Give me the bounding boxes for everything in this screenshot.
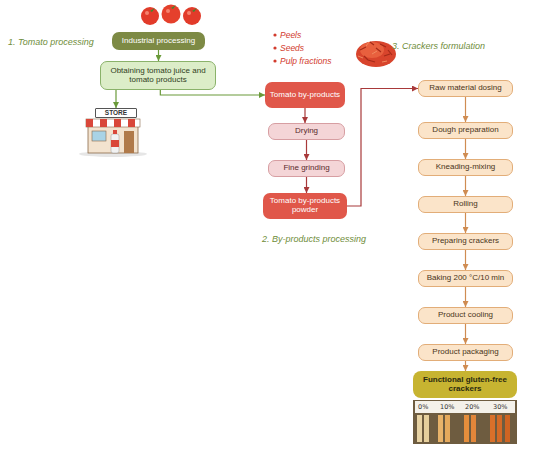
- flow-arrow: [160, 90, 265, 95]
- bullet-item: Pulp fractions: [280, 56, 332, 66]
- bullet-dots: [273, 33, 276, 62]
- section-label: 2. By-products processing: [262, 234, 366, 244]
- percent-label: 20%: [465, 403, 479, 411]
- flow-arrow: [465, 361, 466, 371]
- crackers-photo: [413, 400, 517, 444]
- node-text: Drying: [295, 127, 318, 136]
- section-label: 1. Tomato processing: [8, 37, 94, 47]
- bullet-item: Seeds: [280, 43, 304, 53]
- store-sign: STORE: [95, 108, 137, 118]
- node-text: Preparing crackers: [432, 237, 499, 246]
- percent-label: 30%: [493, 403, 507, 411]
- flow-arrow: [465, 213, 466, 233]
- node-text: Functional gluten-free crackers: [413, 376, 517, 394]
- flow-arrow: [158, 50, 159, 61]
- process-box: Obtaining tomato juice and tomato produc…: [100, 61, 216, 90]
- node-text: Obtaining tomato juice and tomato produc…: [101, 67, 215, 85]
- flow-arrow: [115, 90, 116, 108]
- process-box: Raw material dosing: [418, 80, 513, 97]
- flow-arrow: [306, 140, 307, 160]
- bullet-item: Peels: [280, 30, 301, 40]
- node-text: STORE: [105, 109, 127, 116]
- store-illustration: [79, 119, 147, 157]
- flow-arrow: [465, 176, 466, 196]
- node-text: Kneading-mixing: [436, 163, 496, 172]
- node-text: Fine grinding: [283, 164, 329, 173]
- percent-label: 10%: [440, 403, 454, 411]
- process-box: Fine grinding: [268, 160, 345, 177]
- flow-arrow: [465, 139, 466, 159]
- node-text: Product packaging: [432, 348, 498, 357]
- node-text: Baking 200 °C/10 min: [427, 274, 504, 283]
- process-box: Product cooling: [418, 307, 513, 324]
- flow-arrow: [465, 250, 466, 270]
- section-label: 3. Crackers formulation: [392, 41, 485, 51]
- node-text: Rolling: [453, 200, 477, 209]
- process-box: Tomato by-products: [265, 82, 345, 108]
- flow-arrow: [465, 97, 466, 122]
- process-box: Baking 200 °C/10 min: [418, 270, 513, 287]
- process-box: Dough preparation: [418, 122, 513, 139]
- process-box: Product packaging: [418, 344, 513, 361]
- flow-arrow: [306, 177, 307, 193]
- process-box: Tomato by-products powder: [263, 193, 347, 219]
- process-box: Drying: [268, 123, 345, 140]
- node-text: Raw material dosing: [429, 84, 501, 93]
- percent-label: 0%: [418, 403, 428, 411]
- node-text: Product cooling: [438, 311, 493, 320]
- node-text: Dough preparation: [432, 126, 498, 135]
- flow-arrow: [304, 108, 305, 123]
- powder-pile: [356, 41, 396, 67]
- result-box: Functional gluten-free crackers: [413, 371, 517, 398]
- flow-arrow: [465, 324, 466, 344]
- node-text: Tomato by-products powder: [263, 197, 347, 215]
- flow-arrow: [347, 89, 418, 207]
- node-text: Industrial processing: [122, 37, 195, 46]
- node-text: Tomato by-products: [270, 91, 340, 100]
- flow-arrow: [465, 287, 466, 307]
- process-box: Rolling: [418, 196, 513, 213]
- process-box: Industrial processing: [112, 32, 205, 50]
- tomato-illustration: [141, 5, 201, 26]
- process-box: Preparing crackers: [418, 233, 513, 250]
- process-box: Kneading-mixing: [418, 159, 513, 176]
